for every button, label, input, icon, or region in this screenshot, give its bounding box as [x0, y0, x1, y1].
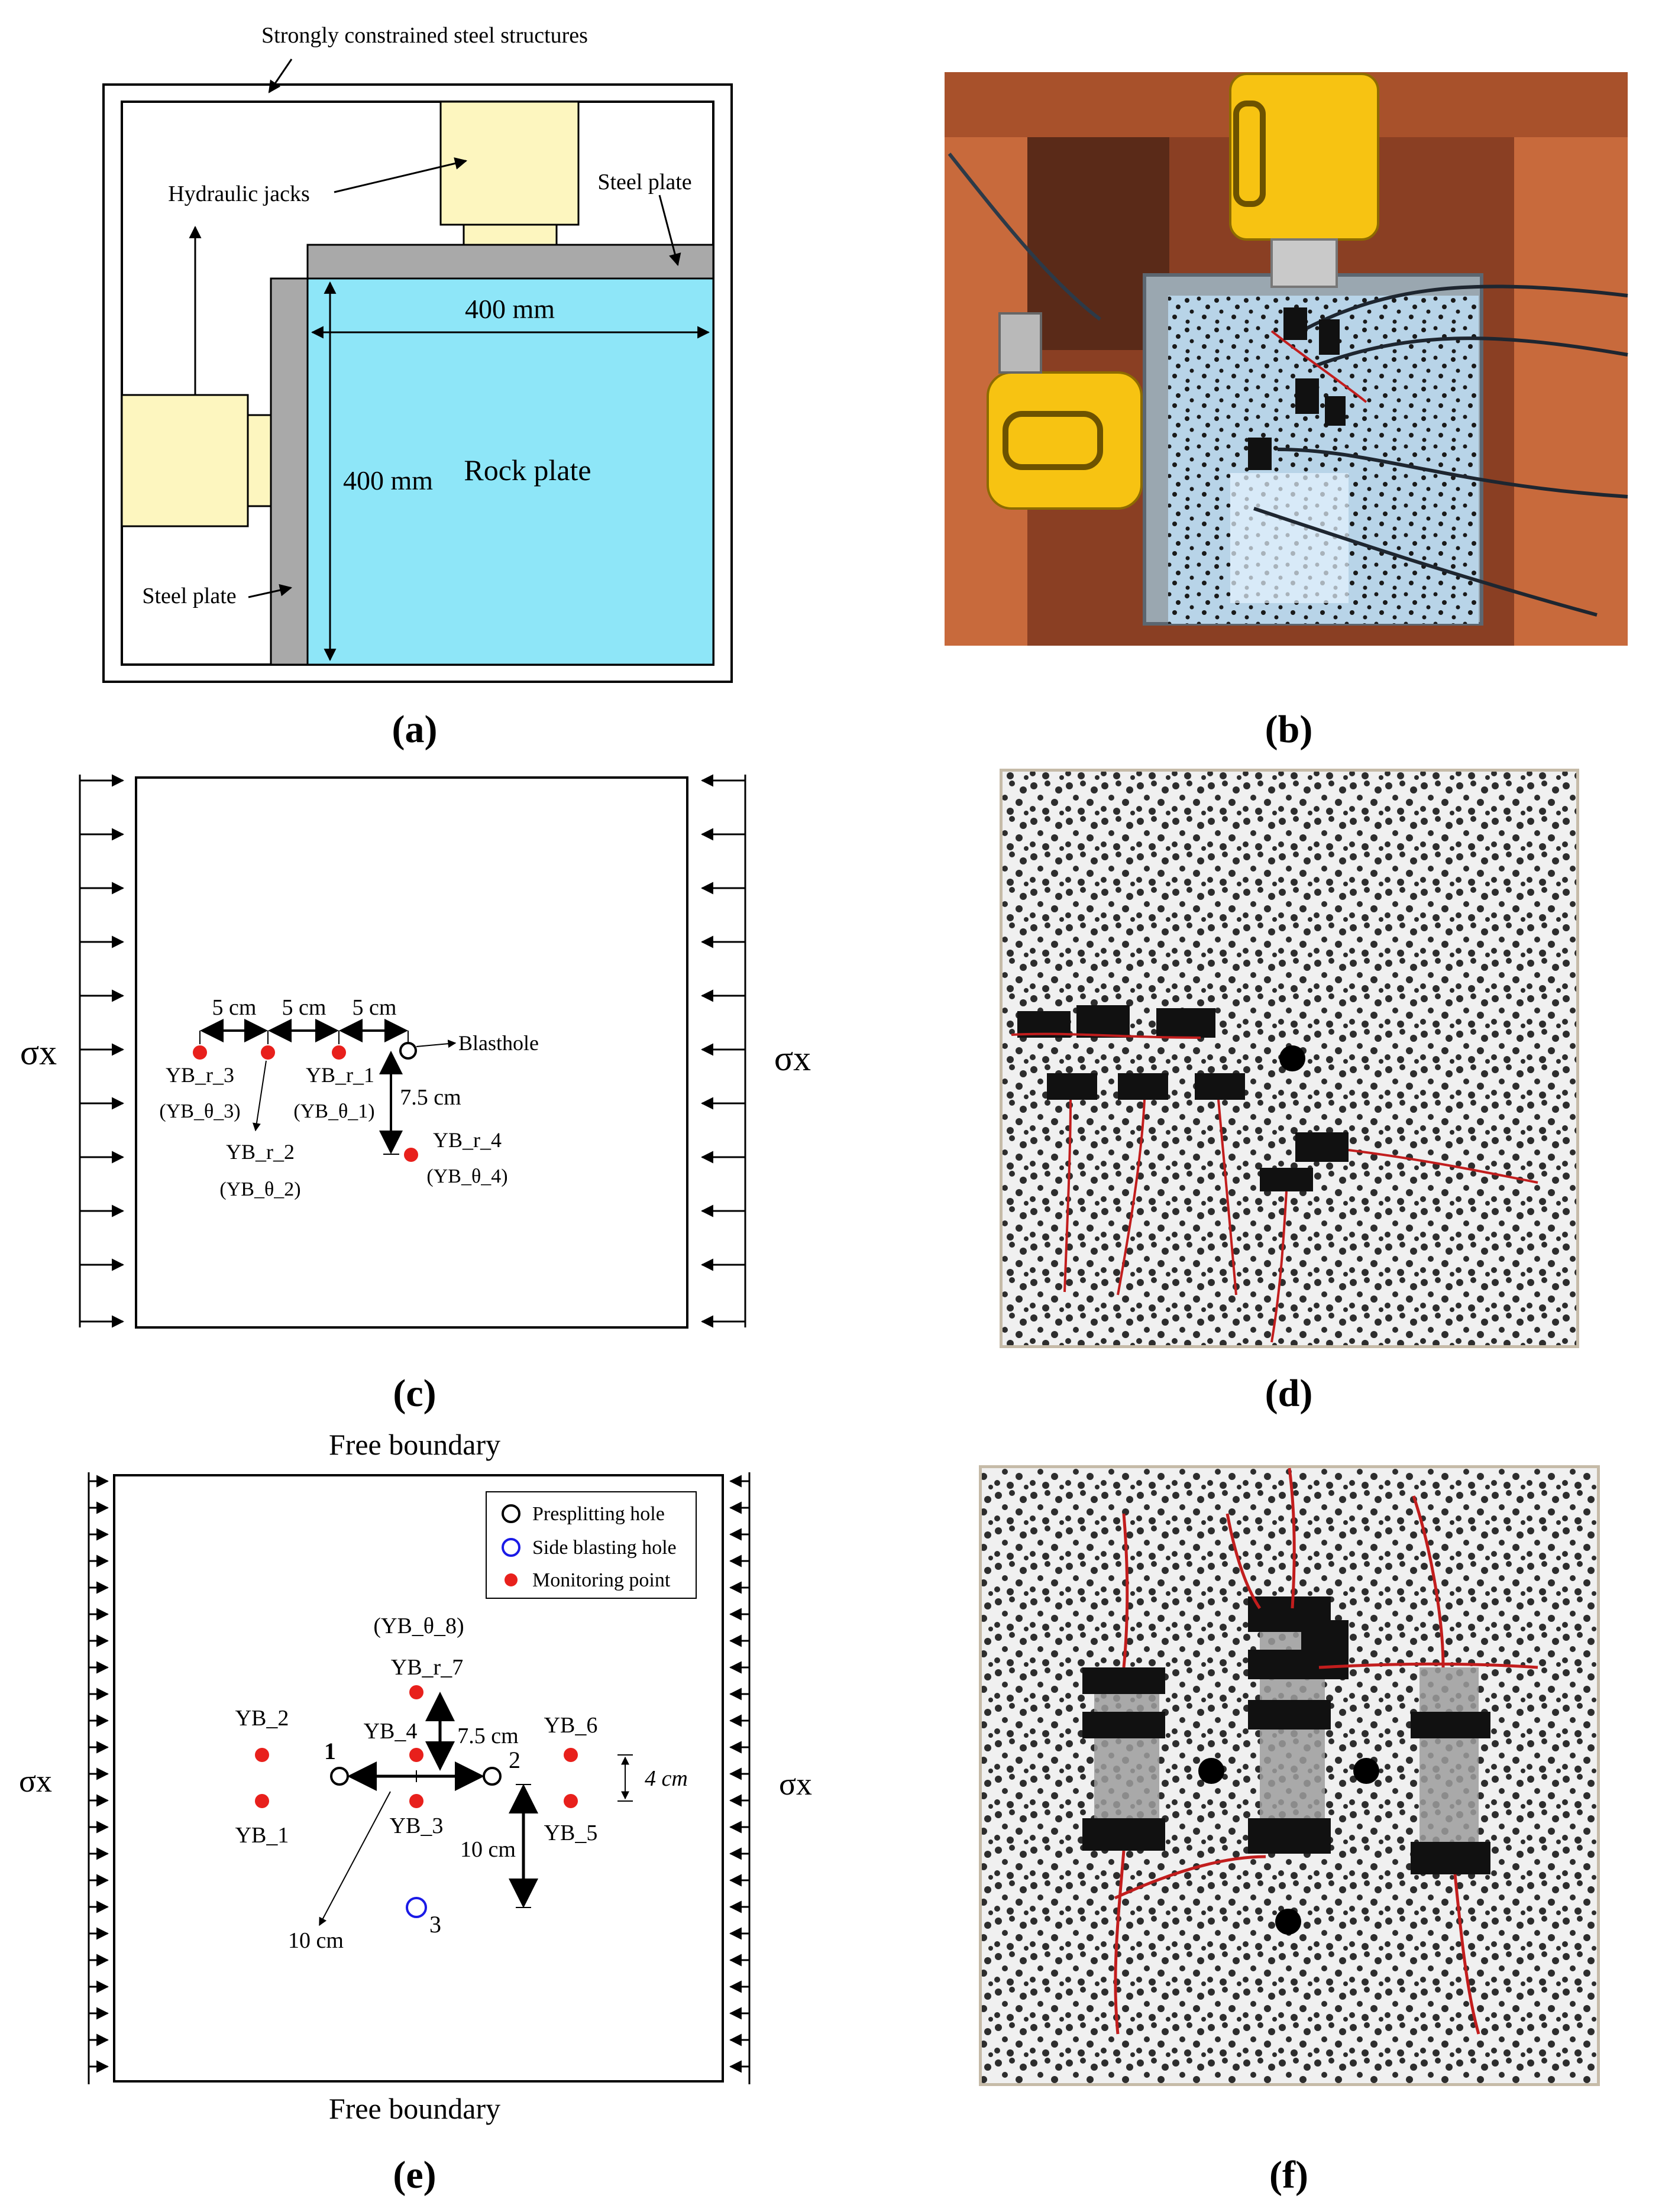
point-label-yb8: (YB_θ_8) — [373, 1614, 464, 1638]
monitor-point-yb6 — [564, 1748, 578, 1762]
panel-a: Strongly constrained steel structures Hy… — [102, 23, 733, 751]
dim-10-diag-label: 10 cm — [288, 1928, 344, 1953]
point-label-yb5: YB_5 — [544, 1821, 598, 1845]
hydraulic-jack-top — [439, 101, 580, 226]
height-label: 400 mm — [343, 465, 433, 495]
steel-plate-top-pointer — [658, 195, 681, 267]
legend-box — [486, 1491, 697, 1599]
sigma-left-c: σx — [20, 1033, 57, 1072]
presplitting-hole-1 — [330, 1767, 349, 1786]
load-arrows-left-e — [89, 1475, 109, 2073]
rock-plate-label: Rock plate — [464, 454, 591, 487]
hydraulic-jack-left-piston — [247, 414, 272, 507]
hole-number-1: 1 — [324, 1738, 336, 1764]
dim-4-label: 4 cm — [645, 1766, 688, 1791]
monitor-point-yb7 — [409, 1685, 423, 1699]
dim-10-right-label: 10 cm — [460, 1837, 516, 1862]
spacing-label-1: 5 cm — [212, 995, 257, 1020]
monitor-point-4 — [404, 1148, 418, 1162]
bottom-boundary-label: Free boundary — [329, 2092, 500, 2125]
load-arrows-left — [80, 774, 125, 1328]
panel-c: σx σx 5 cm 5 cm 5 cm Blasthole 7.5 cm YB… — [20, 774, 811, 1415]
monitor-point-yb4 — [409, 1748, 423, 1762]
vertical-spacing-label: 7.5 cm — [400, 1085, 461, 1110]
caption-a: (a) — [392, 708, 438, 751]
load-arrows-right — [700, 774, 745, 1328]
side-blasting-hole-3 — [406, 1897, 427, 1918]
hole-number-2: 2 — [509, 1747, 520, 1773]
point-label-2: YB_r_2 — [226, 1140, 295, 1164]
steel-structure-label: Strongly constrained steel structures — [261, 23, 588, 48]
steel-plate-top — [306, 244, 714, 280]
legend-side-blasting: Side blasting hole — [532, 1537, 677, 1559]
sigma-left-e: σx — [19, 1763, 52, 1799]
point-label-yb4: YB_4 — [364, 1719, 418, 1744]
steel-plate-left-label: Steel plate — [142, 584, 236, 608]
steel-plate-left — [270, 277, 309, 666]
caption-b: (b) — [1265, 708, 1313, 751]
hydraulic-jack-left — [121, 394, 249, 527]
point-label-yb3: YB_3 — [390, 1813, 444, 1838]
steel-plate-top-label: Steel plate — [597, 170, 691, 195]
point-label-yb6: YB_6 — [544, 1713, 598, 1738]
point-label-yb2: YB_2 — [235, 1706, 289, 1731]
monitor-point-yb3 — [409, 1794, 423, 1808]
steel-structure-pointer — [268, 59, 293, 93]
blasthole-label: Blasthole — [458, 1031, 539, 1055]
load-arrows-right-e — [729, 1475, 749, 2073]
dim-10-diag-arrow — [319, 1791, 391, 1926]
monitor-point-yb5 — [564, 1794, 578, 1808]
monitor-point-yb2 — [255, 1748, 269, 1762]
hole-number-3: 3 — [429, 1911, 441, 1938]
hydraulic-jack-top-piston — [463, 224, 558, 246]
blasthole — [399, 1042, 417, 1060]
presplitting-hole-2 — [483, 1767, 502, 1786]
monitor-point-yb1 — [255, 1794, 269, 1808]
spacing-label-3: 5 cm — [353, 995, 397, 1020]
dim-75-label: 7.5 cm — [457, 1724, 518, 1748]
point-label-4: YB_r_4 — [433, 1128, 502, 1152]
jacks-pointer-top — [334, 157, 468, 193]
panel-d-photo: (d) — [1000, 769, 1579, 1415]
jacks-label: Hydraulic jacks — [168, 182, 310, 206]
point-sub-2: (YB_θ_2) — [219, 1178, 300, 1200]
caption-c: (c) — [393, 1372, 436, 1415]
caption-e: (e) — [393, 2153, 436, 2197]
legend-presplitting: Presplitting hole — [532, 1503, 665, 1525]
top-boundary-label: Free boundary — [329, 1428, 500, 1461]
spacing-label-2: 5 cm — [282, 995, 326, 1020]
width-label: 400 mm — [465, 294, 555, 324]
point-label-1: YB_r_1 — [306, 1063, 374, 1087]
point-label-yb7: YB_r_7 — [391, 1655, 463, 1680]
caption-f: (f) — [1269, 2153, 1308, 2197]
panel-b-photo: (b) — [945, 72, 1628, 751]
point-label-3: YB_r_3 — [166, 1063, 234, 1087]
caption-d: (d) — [1265, 1372, 1313, 1415]
steel-plate-left-pointer — [248, 584, 293, 598]
monitor-point-3 — [193, 1045, 207, 1060]
panel-e: Free boundary — [19, 1428, 812, 2197]
rock-plate — [306, 277, 714, 666]
panel-f-photo: (f) — [979, 1465, 1600, 2197]
monitor-point-2 — [261, 1045, 275, 1060]
sigma-right-c: σx — [774, 1039, 811, 1078]
point-sub-4: (YB_θ_4) — [426, 1165, 507, 1187]
point-label-yb1: YB_1 — [235, 1823, 289, 1848]
monitor-point-1 — [332, 1045, 346, 1060]
point-sub-3: (YB_θ_3) — [159, 1100, 240, 1122]
point-sub-1: (YB_θ_1) — [293, 1100, 374, 1122]
legend-monitoring: Monitoring point — [532, 1569, 671, 1591]
sigma-right-e: σx — [779, 1766, 812, 1802]
steel-structure-outer — [102, 83, 733, 683]
